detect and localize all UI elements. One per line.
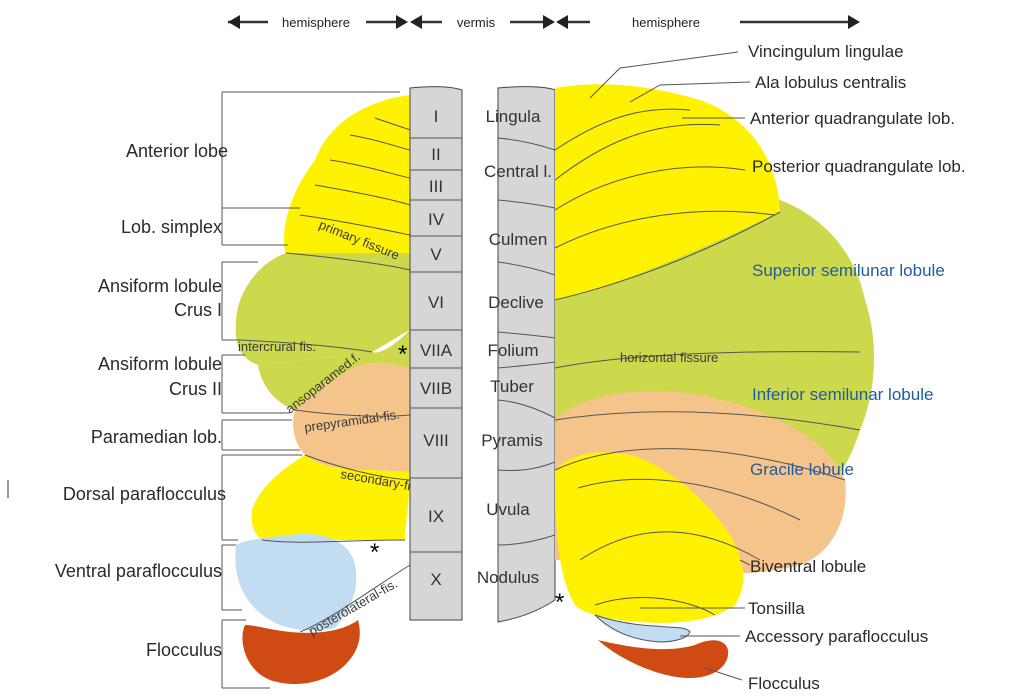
label-vincingulum: Vincingulum lingulae <box>748 42 904 61</box>
label-ala: Ala lobulus centralis <box>755 73 906 92</box>
header-left-hemisphere: hemisphere <box>282 15 350 30</box>
left-labels: Anterior lobe Lob. simplex Ansiform lobu… <box>8 141 228 660</box>
label-anterior-quad: Anterior quadrangulate lob. <box>750 109 955 128</box>
vermis-name-culmen: Culmen <box>489 230 548 249</box>
label-gracile: Gracile lobule <box>750 460 854 479</box>
label-inferior-semilunar: Inferior semilunar lobule <box>752 385 933 404</box>
vermis-numeral-5: V <box>430 245 442 264</box>
label-ventral-paraflocculus: Ventral paraflocculus <box>55 561 222 581</box>
header-vermis: vermis <box>457 15 496 30</box>
label-lob-simplex: Lob. simplex <box>121 217 222 237</box>
label-ansiform-crus2-b: Crus II <box>169 379 222 399</box>
vermis-name-pyramis: Pyramis <box>481 431 542 450</box>
vermis-name-uvula: Uvula <box>486 500 530 519</box>
vermis-left-column: I II III IV V VI VIIA VIIB VIII IX X <box>410 87 462 620</box>
fissure-horizontal: horizontal fissure <box>620 350 718 365</box>
label-superior-semilunar: Superior semilunar lobule <box>752 261 945 280</box>
vermis-name-nodulus: Nodulus <box>477 568 539 587</box>
label-biventral: Biventral lobule <box>750 557 866 576</box>
asterisk-2: * <box>370 539 379 566</box>
asterisk-3: * <box>555 589 564 616</box>
fissure-intercrural: intercrural fis. <box>238 339 316 354</box>
vermis-numeral-8: VIII <box>423 431 449 450</box>
vermis-numeral-3: III <box>429 177 443 196</box>
vermis-numeral-9: IX <box>428 507 444 526</box>
label-flocculus-left: Flocculus <box>146 640 222 660</box>
vermis-numeral-2: II <box>431 145 440 164</box>
header-arrows: hemisphere vermis hemisphere <box>228 15 860 30</box>
label-paramedian: Paramedian lob. <box>91 427 222 447</box>
label-anterior-lobe: Anterior lobe <box>126 141 228 161</box>
vermis-numeral-10: X <box>430 570 441 589</box>
label-posterior-quad: Posterior quadrangulate lob. <box>752 157 966 176</box>
vermis-name-folium: Folium <box>487 341 538 360</box>
label-dorsal-paraflocculus: Dorsal paraflocculus <box>63 484 226 504</box>
asterisk-1: * <box>398 341 407 368</box>
vermis-name-lingula: Lingula <box>486 107 541 126</box>
vermis-numeral-7a: VIIA <box>420 341 453 360</box>
vermis-name-tuber: Tuber <box>490 377 534 396</box>
vermis-numeral-4: IV <box>428 210 445 229</box>
vermis-right-column: Lingula Central l. Culmen Declive Folium… <box>477 87 555 622</box>
vermis-numeral-6: VI <box>428 293 444 312</box>
label-ansiform-crus2-a: Ansiform lobule <box>98 354 222 374</box>
vermis-name-declive: Declive <box>488 293 544 312</box>
label-flocculus-right: Flocculus <box>748 674 820 693</box>
header-right-hemisphere: hemisphere <box>632 15 700 30</box>
vermis-name-central: Central l. <box>484 162 552 181</box>
vermis-numeral-1: I <box>434 107 439 126</box>
label-ansiform-crus1-a: Ansiform lobule <box>98 276 222 296</box>
label-ansiform-crus1-b: Crus I <box>174 300 222 320</box>
label-accessory-paraflocculus: Accessory paraflocculus <box>745 627 928 646</box>
right-flocculus-region <box>598 640 728 678</box>
vermis-numeral-7b: VIIB <box>420 379 452 398</box>
label-tonsilla: Tonsilla <box>748 599 805 618</box>
